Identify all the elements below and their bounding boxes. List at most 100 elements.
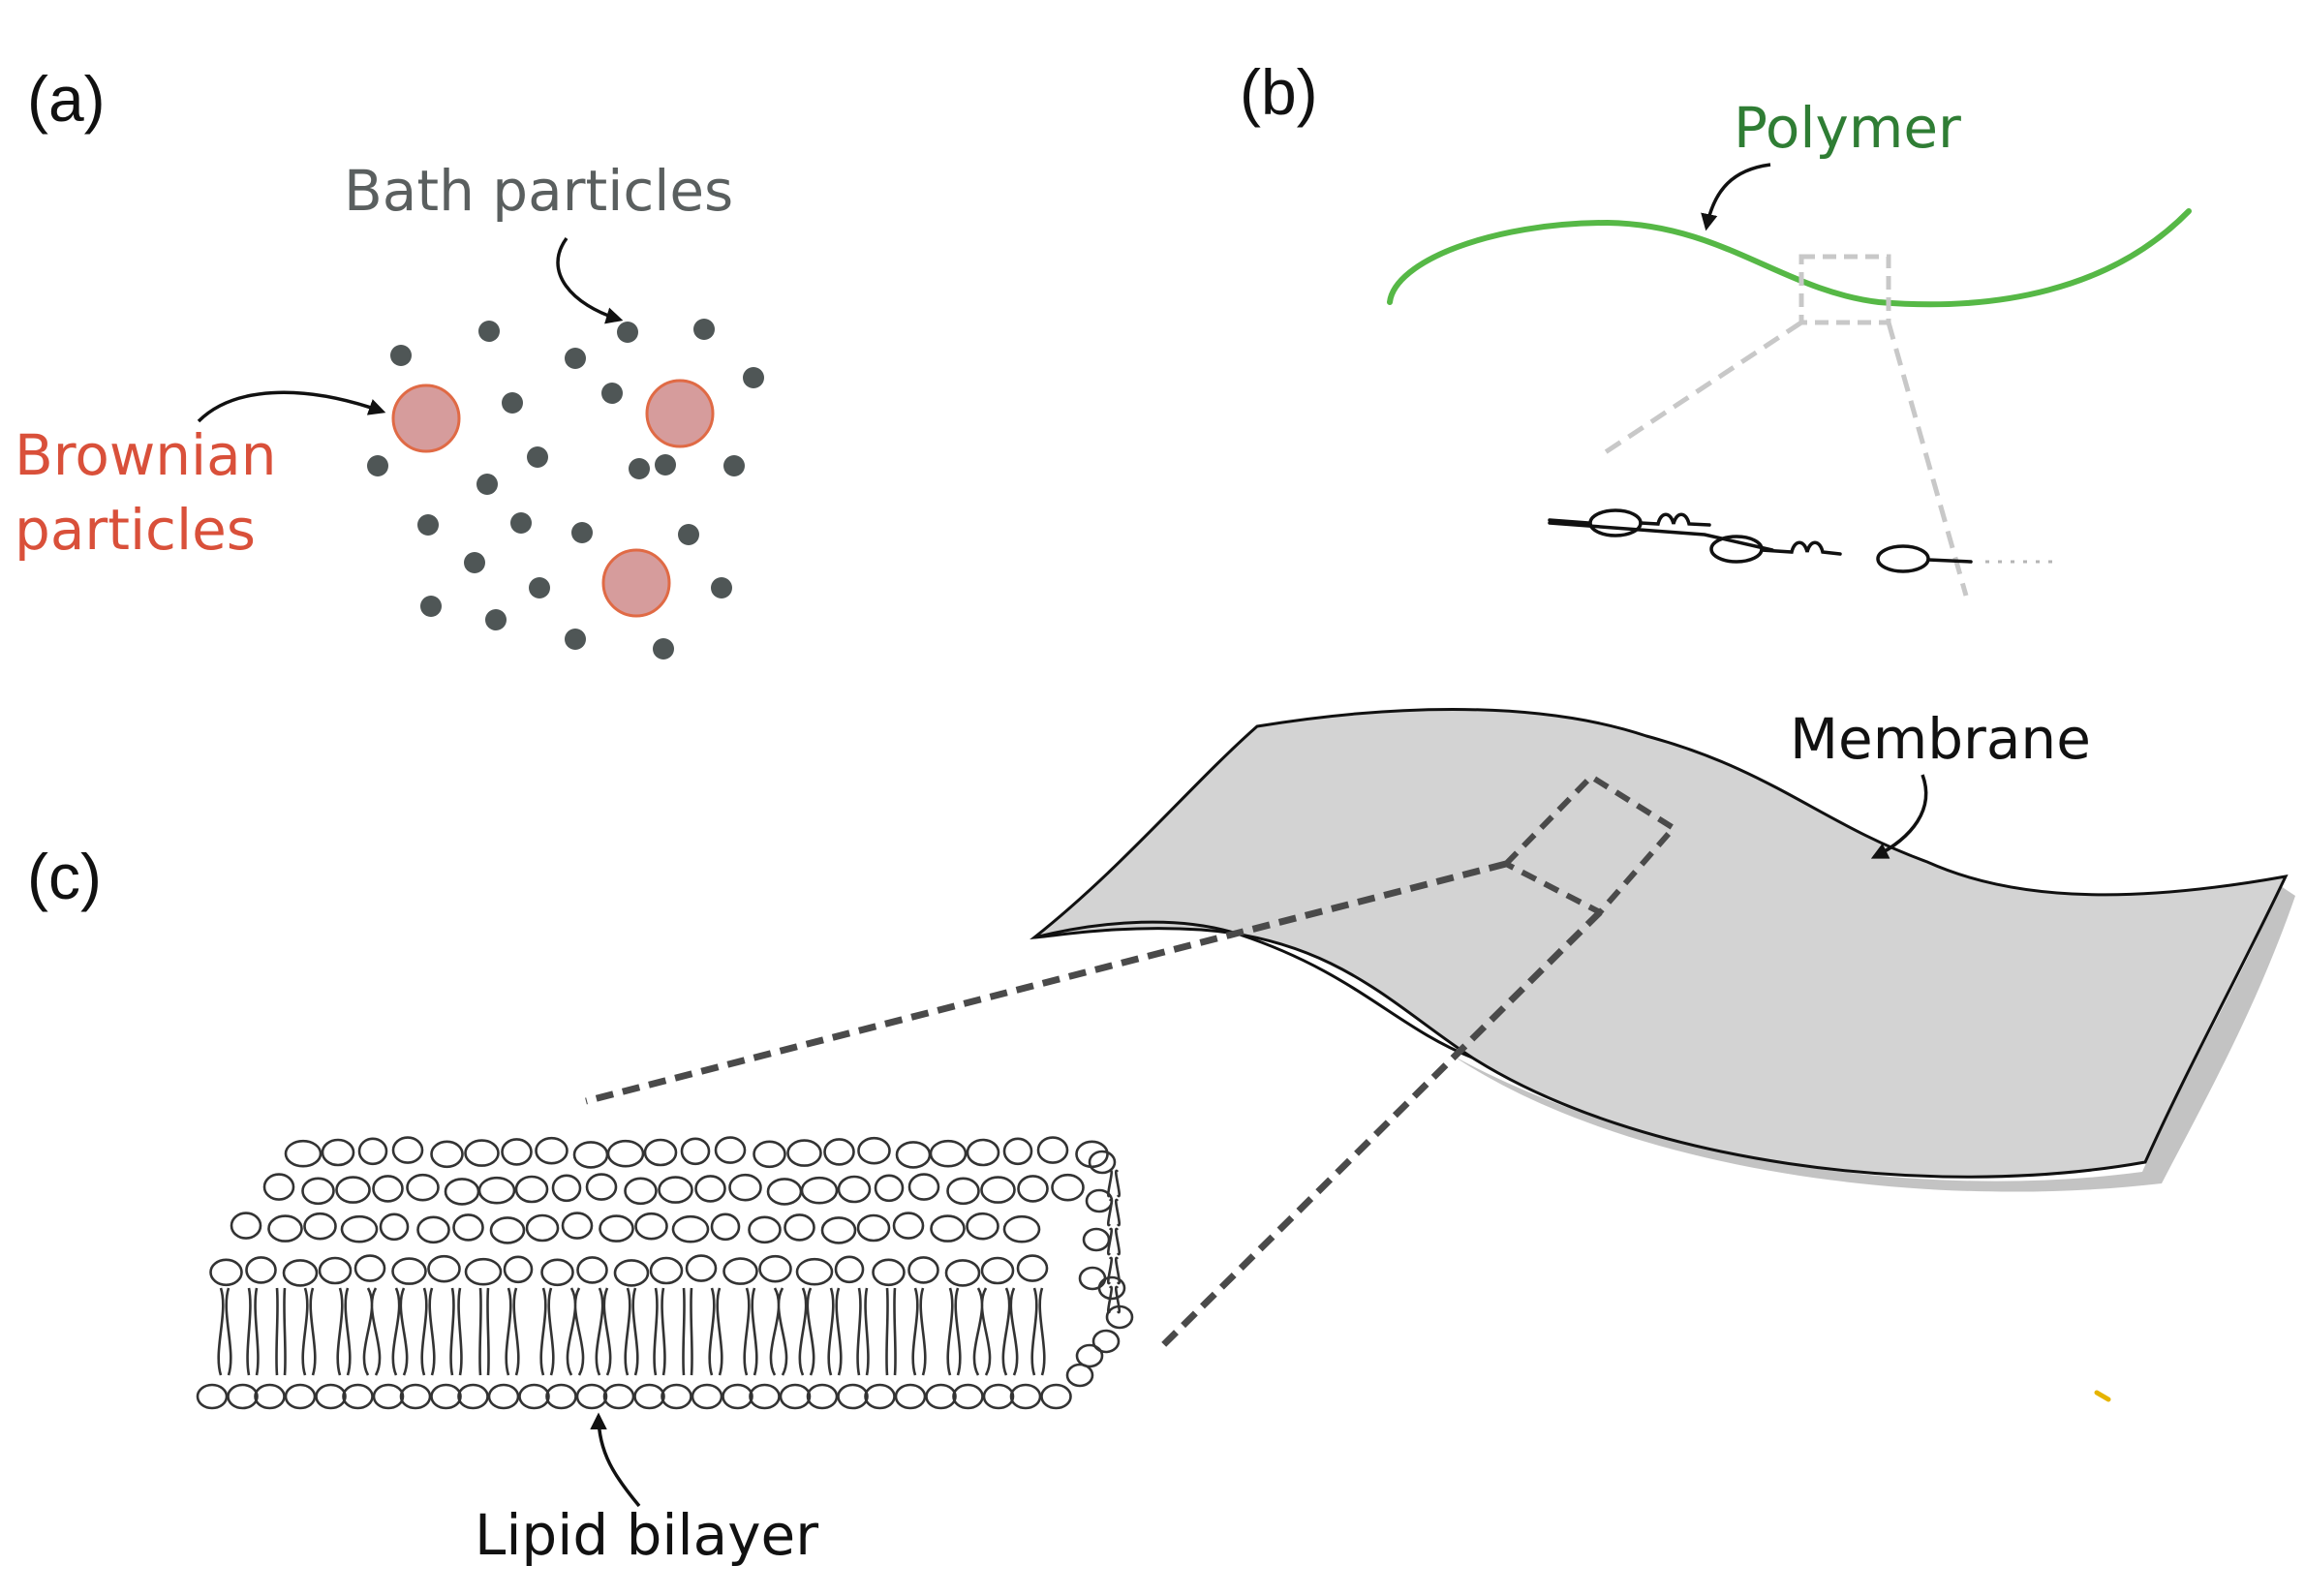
lipid-head — [230, 1212, 262, 1240]
lipid-tail — [336, 1287, 352, 1376]
lipid-head — [267, 1214, 303, 1243]
polymer-zoom-line-right — [1886, 322, 1969, 597]
bath-particle — [723, 455, 745, 476]
lipid-head — [982, 1383, 1015, 1410]
lipid-tail — [682, 1287, 693, 1376]
bath-to-particle-arrow-icon — [556, 236, 624, 324]
lipid-head — [980, 1176, 1016, 1204]
lipid-head — [837, 1175, 872, 1204]
lipid-head — [551, 1174, 582, 1203]
lipid-head — [545, 1383, 577, 1410]
lipid-head — [575, 1383, 608, 1410]
lipid-head — [661, 1383, 692, 1410]
lipid-head — [1016, 1254, 1049, 1282]
lipid-head — [342, 1383, 374, 1410]
lipid-tail — [946, 1287, 962, 1376]
lipid-head — [452, 1213, 484, 1242]
membrane-sheet — [1030, 708, 2289, 1179]
lipid-head — [340, 1214, 379, 1243]
lipid-bilayer — [196, 1136, 1134, 1410]
lipid-head — [722, 1383, 753, 1410]
panel-a-label: (a) — [27, 63, 106, 135]
lipid-head — [930, 1214, 966, 1243]
lipid-tail — [566, 1287, 585, 1376]
lipid-tail — [1107, 1285, 1121, 1314]
lipid-tail — [478, 1287, 490, 1376]
lipid-head — [372, 1383, 405, 1410]
membrane-zoom-line-upper — [585, 860, 1507, 1105]
lipid-head — [658, 1176, 693, 1204]
lipid-head — [430, 1383, 462, 1410]
bath-particle — [617, 322, 638, 343]
lipid-head — [540, 1258, 574, 1287]
lipid-head — [694, 1175, 726, 1203]
bath-particle — [476, 474, 498, 495]
lipid-head — [245, 1256, 277, 1284]
polymer-arrow-icon — [1701, 163, 1771, 231]
lipid-head — [489, 1216, 526, 1244]
lipid-head — [907, 1173, 940, 1201]
bath-particle — [510, 512, 532, 534]
bath-particle — [653, 638, 674, 660]
bath-particle — [565, 348, 586, 369]
polymer-zoom-box — [1798, 254, 1891, 325]
lipid-head — [391, 1136, 424, 1164]
lipid-head — [1017, 1175, 1049, 1203]
bath-particle — [485, 609, 507, 630]
brownian-label-line2: particles — [15, 497, 256, 563]
lipid-head — [748, 1215, 782, 1244]
bath-particles — [367, 319, 764, 660]
membrane-zoom-line-lower — [1159, 909, 1603, 1349]
brownian-particle — [601, 548, 671, 618]
lipid-tail — [911, 1287, 927, 1376]
bath-particle — [693, 319, 715, 340]
membrane-label: Membrane — [1790, 706, 2091, 772]
lipid-tail — [653, 1287, 666, 1376]
bath-particle — [502, 392, 523, 414]
membrane-zoom-box — [1501, 773, 1678, 916]
lipid-head — [786, 1139, 822, 1167]
lipid-head — [464, 1257, 503, 1286]
brownian-particles — [391, 379, 715, 618]
lipid-head — [606, 1139, 645, 1168]
lipid-head — [894, 1383, 927, 1410]
lipid-tail — [972, 1287, 992, 1376]
lipid-tail — [708, 1287, 723, 1376]
lipid-head — [766, 1178, 803, 1206]
lipid-head — [837, 1383, 869, 1410]
lipid-head — [503, 1255, 534, 1284]
lipid-head — [487, 1383, 520, 1410]
bath-particle — [367, 455, 388, 476]
lipid-head — [477, 1176, 516, 1205]
lipid-head — [1088, 1150, 1117, 1175]
bath-particle — [464, 552, 485, 573]
bath-particle — [527, 446, 548, 468]
brownian-arrow-icon — [197, 390, 386, 423]
lipid-tail — [1107, 1198, 1121, 1227]
lipid-head — [335, 1176, 371, 1204]
panel-c-label: (c) — [27, 841, 102, 912]
lipid-head — [680, 1137, 711, 1166]
lipid-head — [254, 1383, 286, 1410]
lipid-head — [514, 1175, 549, 1204]
bath-particle — [629, 458, 650, 479]
lipid-head — [303, 1212, 337, 1241]
lipid-tail — [505, 1287, 520, 1376]
lipid-head — [758, 1254, 792, 1283]
bath-particle — [478, 321, 500, 342]
lipid-head — [1036, 1136, 1069, 1164]
lipid-head — [966, 1138, 1000, 1167]
panel-a: (a) Bath particles Brownian particles — [15, 63, 764, 660]
lipid-tail — [391, 1287, 409, 1376]
bath-particles-label: Bath particles — [344, 158, 733, 224]
lipid-tail — [885, 1287, 897, 1376]
lipid-head — [372, 1175, 404, 1203]
lipid-head — [952, 1383, 984, 1410]
lipid-head — [416, 1215, 450, 1244]
lipid-head — [784, 1213, 815, 1242]
lipid-head — [282, 1259, 319, 1287]
lipid-head — [834, 1255, 865, 1284]
polymer-zoom-line-left — [1596, 320, 1803, 460]
bath-particle — [678, 524, 699, 545]
